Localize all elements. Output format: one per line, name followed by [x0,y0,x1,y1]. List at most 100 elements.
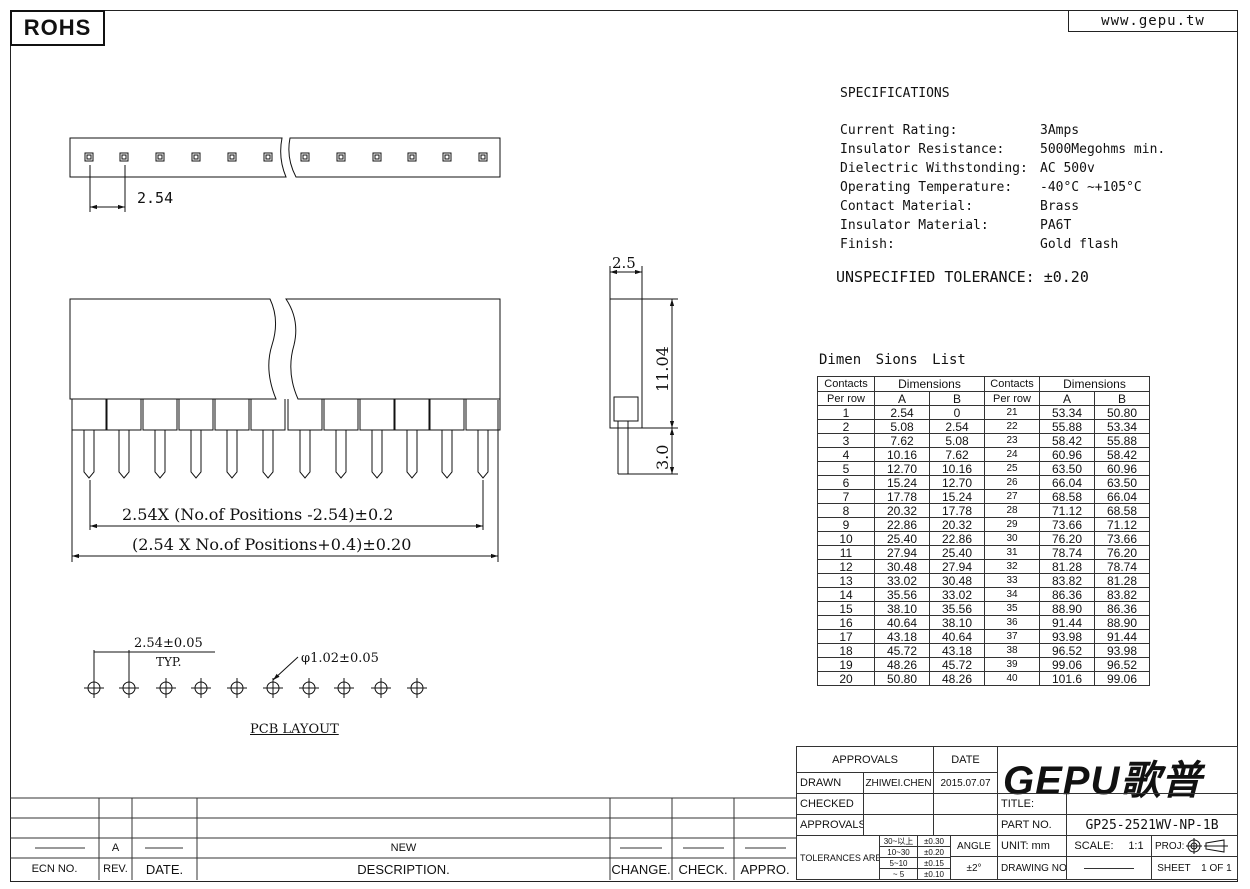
spec-label: Insulator Resistance: [840,142,1005,157]
pin-square-inner [302,154,308,160]
table-cell: 45.72 [929,657,985,672]
pin-square-inner [480,154,486,160]
checked-by [863,793,934,815]
table-cell: 33 [984,573,1040,588]
pin-square [155,152,165,162]
side-pin-label: 3.0 [653,445,672,470]
drawn-date: 2015.07.07 [933,772,998,794]
pin-square [442,152,452,162]
table-cell: 5 [817,461,875,476]
table-cell: 58.42 [1039,433,1095,448]
pin-square [191,152,201,162]
table-cell: 25.40 [874,531,930,546]
rev-header: REV. [103,863,128,875]
table-cell: 53.34 [1094,419,1150,434]
table-cell: 15.24 [874,475,930,490]
table-cell: 7 [817,489,875,504]
table-cell: 73.66 [1039,517,1095,532]
table-cell: 83.82 [1039,573,1095,588]
table-cell: 10 [817,531,875,546]
contact-housing [71,399,107,431]
table-cell: 36 [984,615,1040,630]
contact-pin [226,430,238,479]
spec-label: Current Rating: [840,123,958,138]
table-cell: 71.12 [1094,517,1150,532]
table-cell: 15 [817,601,875,616]
table-cell: 40 [984,671,1040,686]
table-cell: 2.54 [874,405,930,420]
table-cell: 88.90 [1094,615,1150,630]
table-cell: 24 [984,447,1040,462]
contact-housing [142,399,178,431]
table-cell: 93.98 [1094,643,1150,658]
drawing-frame [10,10,1238,882]
table-cell: 43.18 [874,629,930,644]
table-cell: 91.44 [1094,629,1150,644]
spec-value: AC 500v [1040,161,1095,176]
dim-b-label: (2.54 X No.of Positions+0.4)±0.20 [132,535,411,554]
table-cell: 76.20 [1039,531,1095,546]
appro-header: APPRO. [740,861,790,877]
unspecified-tolerance: UNSPECIFIED TOLERANCE: ±0.20 [836,268,1089,286]
spec-row: Operating Temperature:-40°C ~+105°C [840,178,1165,197]
table-cell: 28 [984,503,1040,518]
checked-date [933,793,998,815]
unit-label: UNIT: mm [997,835,1067,857]
contact-pin [441,430,453,479]
dim-a-label: 2.54X (No.of Positions -2.54)±0.2 [122,505,393,524]
table-cell: 17.78 [874,489,930,504]
checked-label: CHECKED [796,793,864,815]
table-cell: 78.74 [1039,545,1095,560]
spec-row: Dielectric Withstonding: AC 500v [840,159,1165,178]
change-header: CHANGE. [611,861,671,877]
contact-pin [299,430,311,479]
spec-title: SPECIFICATIONS [840,86,950,101]
table-cell: 10.16 [874,447,930,462]
table-cell: 30.48 [929,573,985,588]
tolerance-cell: ±0.10 [917,868,951,880]
contact-pin [477,430,489,479]
table-cell: 6 [817,475,875,490]
table-cell: 81.28 [1094,573,1150,588]
table-cell: 91.44 [1039,615,1095,630]
table-cell: 60.96 [1039,447,1095,462]
table-cell: 11 [817,545,875,560]
pin-square-inner [157,154,163,160]
rohs-badge: ROHS [10,10,105,46]
pin-square [407,152,417,162]
pin-square [119,152,129,162]
table-cell: 50.80 [874,671,930,686]
spec-row: Contact Material:Brass [840,197,1165,216]
table-cell: 96.52 [1039,643,1095,658]
pin-square [372,152,382,162]
ecn-header: ECN NO. [31,863,78,875]
table-cell: 38 [984,643,1040,658]
spec-row: Insulator Material:PA6T [840,216,1165,235]
table-cell: 34 [984,587,1040,602]
table-cell: 16 [817,615,875,630]
pin-square-inner [409,154,415,160]
contact-housing [465,399,501,431]
table-cell: 48.26 [929,671,985,686]
table-cell: 83.82 [1094,587,1150,602]
table-cell: 12.70 [874,461,930,476]
hdr-per-row: Per row [817,391,875,406]
drawing-no-value [1066,856,1152,880]
scale-cell: SCALE: 1:1 [1066,835,1152,857]
table-cell: 20.32 [929,517,985,532]
table-cell: 81.28 [1039,559,1095,574]
table-cell: 12.70 [929,475,985,490]
spec-label: Dielectric Withstonding: [840,161,1028,176]
table-cell: 32 [984,559,1040,574]
spec-label: Contact Material: [840,199,974,214]
website-url[interactable]: www.gepu.tw [1068,10,1238,32]
